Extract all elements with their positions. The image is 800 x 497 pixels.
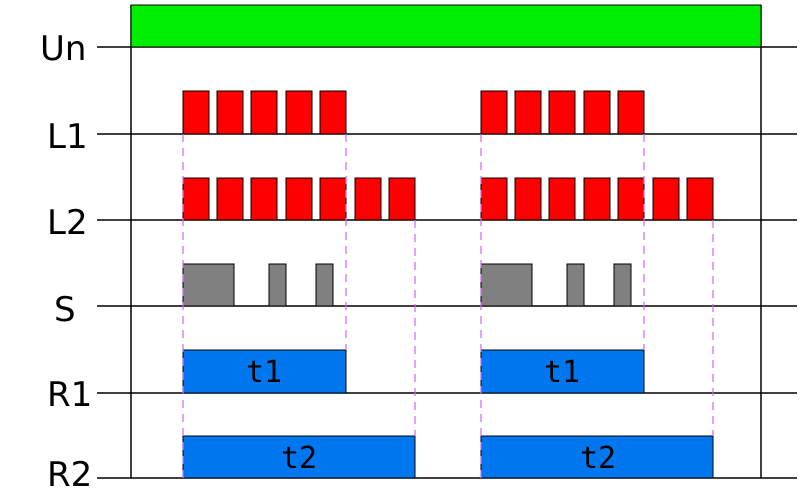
l1-pulse: [480, 90, 508, 135]
supply-bar: [130, 4, 762, 48]
s-pulse: [566, 263, 585, 307]
l1-pulse: [319, 90, 347, 135]
t1-label-1: t1: [246, 355, 282, 390]
s-pulses-2: [480, 263, 632, 307]
guide-lines: [182, 134, 714, 478]
row-label-s: S: [54, 290, 76, 330]
l1-pulse: [250, 90, 278, 135]
l2-pulse: [285, 177, 313, 221]
s-pulse: [480, 263, 533, 307]
s-pulse: [613, 263, 632, 307]
l1-pulse: [285, 90, 313, 135]
l1-pulse: [548, 90, 576, 135]
l1-pulse: [216, 90, 244, 135]
l1-pulses-1: [182, 90, 347, 135]
l2-pulse: [480, 177, 508, 221]
l2-pulse: [250, 177, 278, 221]
r2-bar-2: [480, 435, 714, 479]
t2-label-2: t2: [580, 441, 616, 476]
l2-pulse: [319, 177, 347, 221]
r2-bar-1: [182, 435, 416, 479]
l2-pulse: [182, 177, 210, 221]
l1-pulse: [617, 90, 645, 135]
s-pulse: [315, 263, 334, 307]
l2-pulses-2: [480, 177, 714, 221]
s-pulse: [182, 263, 235, 307]
row-label-l1: L1: [47, 117, 88, 157]
l2-pulse: [583, 177, 611, 221]
l2-pulse: [548, 177, 576, 221]
t2-label-1: t2: [281, 441, 317, 476]
row-label-un: Un: [40, 29, 86, 69]
l2-pulse: [354, 177, 382, 221]
l2-pulse: [686, 177, 714, 221]
l1-pulses-2: [480, 90, 645, 135]
s-pulse: [268, 263, 287, 307]
l2-pulse: [617, 177, 645, 221]
l2-pulse: [652, 177, 680, 221]
l2-pulse: [216, 177, 244, 221]
l2-pulse: [388, 177, 416, 221]
r1-bar-1: [182, 349, 347, 394]
l1-pulse: [182, 90, 210, 135]
row-label-r2: R2: [47, 455, 92, 495]
row-label-r1: R1: [47, 375, 92, 415]
l2-pulse: [514, 177, 542, 221]
s-pulses-1: [182, 263, 334, 307]
r1-bar-2: [480, 349, 645, 394]
t1-label-2: t1: [544, 355, 580, 390]
l2-pulses-1: [182, 177, 416, 221]
l1-pulse: [514, 90, 542, 135]
row-label-l2: L2: [47, 203, 88, 243]
l1-pulse: [583, 90, 611, 135]
